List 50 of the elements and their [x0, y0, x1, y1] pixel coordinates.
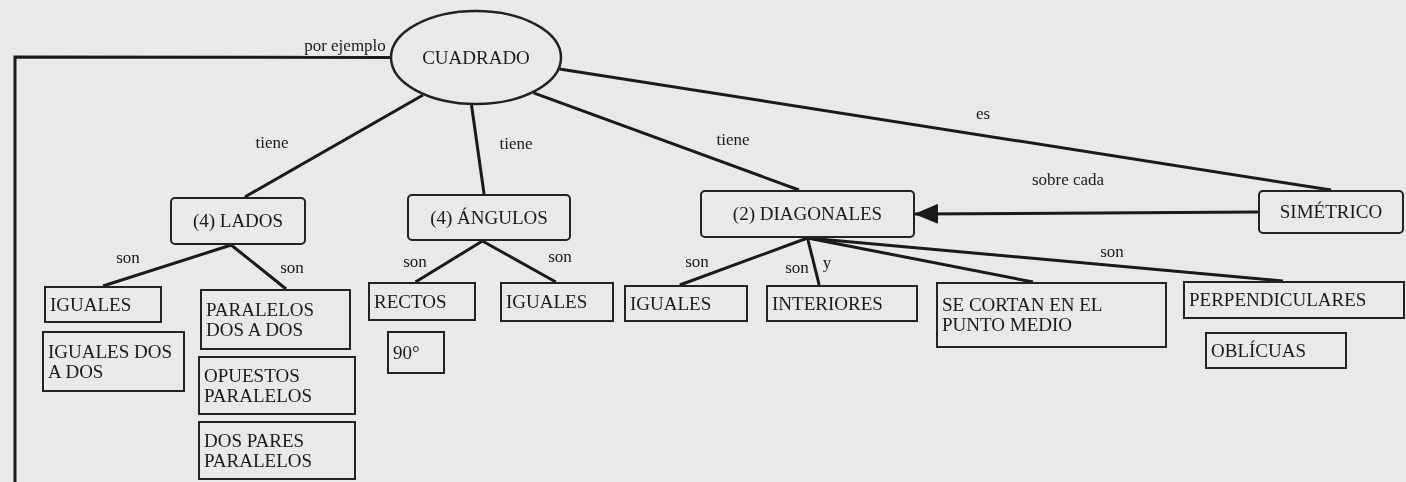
connector-line	[414, 239, 484, 284]
concept-box	[407, 194, 571, 241]
concept-box	[700, 190, 915, 238]
concept-box	[170, 197, 306, 245]
connector-line	[559, 67, 1332, 192]
connector-line	[230, 243, 287, 291]
concept-box	[198, 356, 356, 415]
concept-text: INTERIORES	[772, 293, 883, 314]
edge-label: por ejemplo	[302, 36, 388, 56]
concept-text: (4) ÁNGULOS	[430, 207, 548, 228]
connector-line	[470, 104, 486, 195]
concept-text: IGUALES DOS A DOS	[48, 341, 174, 382]
concept-text: OPUESTOS PARALELOS	[204, 365, 314, 406]
concept-box	[1205, 332, 1347, 369]
arrow	[914, 203, 1258, 224]
concept-text: SE CORTAN EN EL PUNTO MEDIO	[942, 295, 1103, 335]
concept-box	[1258, 190, 1404, 234]
concept-box	[766, 285, 918, 322]
concept-box	[936, 282, 1167, 348]
connector-line	[13, 55, 390, 482]
concept-text: PARALELOS DOS A DOS	[206, 299, 316, 340]
concept-box	[624, 285, 748, 322]
concept-box	[1183, 281, 1405, 319]
concept-text: DOS PARES PARALELOS	[204, 430, 314, 471]
connector-line	[533, 91, 800, 192]
concept-ellipse	[390, 10, 562, 105]
connector-line	[679, 236, 808, 287]
concept-text: CUADRADO	[422, 47, 530, 68]
connector-line	[807, 236, 1034, 284]
connector-line	[102, 243, 232, 288]
concept-box	[44, 286, 162, 323]
concept-box	[387, 331, 445, 374]
concept-text: (2) DIAGONALES	[732, 204, 883, 224]
concept-text: IGUALES	[50, 294, 132, 315]
concept-box	[200, 289, 351, 350]
concept-text: IGUALES	[506, 292, 588, 312]
concept-text: OBLÍCUAS	[1211, 340, 1306, 361]
concept-text: 90°	[393, 342, 420, 363]
concept-box	[42, 331, 185, 392]
connector-line	[244, 93, 424, 199]
concept-text: SIMÉTRICO	[1279, 202, 1383, 222]
connector-line	[481, 239, 557, 284]
concept-text: PERPENDICULARES	[1189, 290, 1367, 310]
concept-text: IGUALES	[630, 293, 712, 314]
connector-line	[806, 237, 821, 286]
concept-text: (4) LADOS	[192, 211, 284, 231]
concept-text: RECTOS	[374, 291, 447, 312]
concept-box	[198, 421, 356, 480]
concept-box	[368, 282, 476, 321]
concept-box	[500, 282, 614, 322]
